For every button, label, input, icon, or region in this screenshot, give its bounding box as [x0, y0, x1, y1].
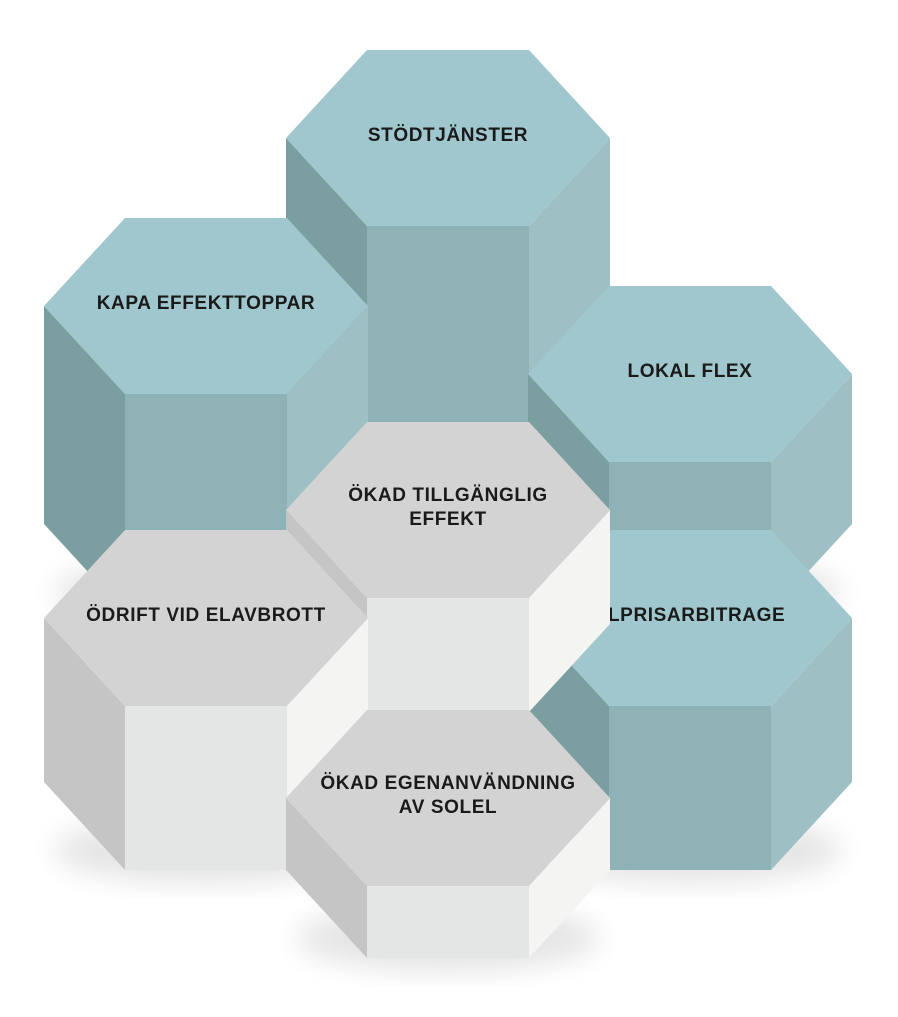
okad-egenanvandning-label: ÖKAD EGENANVÄNDNING AV SOLEL	[320, 773, 575, 818]
okad-egenanvandning-left-face	[286, 798, 367, 958]
elprisarbitrage-front-face	[609, 706, 771, 870]
hexagon-blocks: STÖDTJÄNSTER KAPA EFFEKTTOPPAR LOKAL FLEX E…	[44, 50, 852, 958]
odrift-vid-elavbrott-label-line: ÖDRIFT VID ELAVBROTT	[86, 605, 326, 626]
elprisarbitrage-right-face	[771, 618, 852, 870]
odrift-vid-elavbrott-top-face	[44, 530, 368, 706]
okad-tillganglig-effekt-label-line: EFFEKT	[409, 509, 487, 530]
okad-egenanvandning-top-face	[286, 710, 610, 886]
odrift-vid-elavbrott-front-face	[125, 706, 287, 870]
okad-egenanvandning-front-face	[367, 886, 529, 958]
lokal-flex-label-line: LOKAL FLEX	[628, 361, 753, 382]
stodtjanster-top-face	[286, 50, 610, 226]
elprisarbitrage-label-line: ELPRISARBITRAGE	[595, 605, 786, 626]
kapa-effekttoppar-label-line: KAPA EFFEKTTOPPAR	[97, 293, 316, 314]
okad-tillganglig-effekt-front-face	[367, 598, 529, 712]
okad-tillganglig-effekt-top-face	[286, 422, 610, 598]
kapa-effekttoppar-top-face	[44, 218, 368, 394]
kapa-effekttoppar-label: KAPA EFFEKTTOPPAR	[97, 293, 316, 314]
kapa-effekttoppar-left-face	[44, 306, 125, 612]
lokal-flex-label: LOKAL FLEX	[628, 361, 753, 382]
elprisarbitrage-label: ELPRISARBITRAGE	[595, 605, 786, 626]
odrift-vid-elavbrott-left-face	[44, 618, 125, 870]
odrift-vid-elavbrott-label: ÖDRIFT VID ELAVBROTT	[86, 605, 326, 626]
lokal-flex-top-face	[528, 286, 852, 462]
okad-egenanvandning-label-line: ÖKAD EGENANVÄNDNING	[320, 773, 575, 794]
stodtjanster-label-line: STÖDTJÄNSTER	[368, 125, 528, 146]
stodtjanster-label: STÖDTJÄNSTER	[368, 125, 528, 146]
okad-egenanvandning-block: ÖKAD EGENANVÄNDNING AV SOLEL	[286, 710, 610, 958]
okad-egenanvandning-label-line: AV SOLEL	[399, 797, 497, 818]
okad-tillganglig-effekt-label-line: ÖKAD TILLGÄNGLIG	[348, 485, 548, 506]
okad-egenanvandning-right-face	[529, 798, 610, 958]
okad-tillganglig-effekt-right-face	[529, 510, 610, 712]
okad-tillganglig-effekt-label: ÖKAD TILLGÄNGLIG EFFEKT	[348, 485, 548, 530]
